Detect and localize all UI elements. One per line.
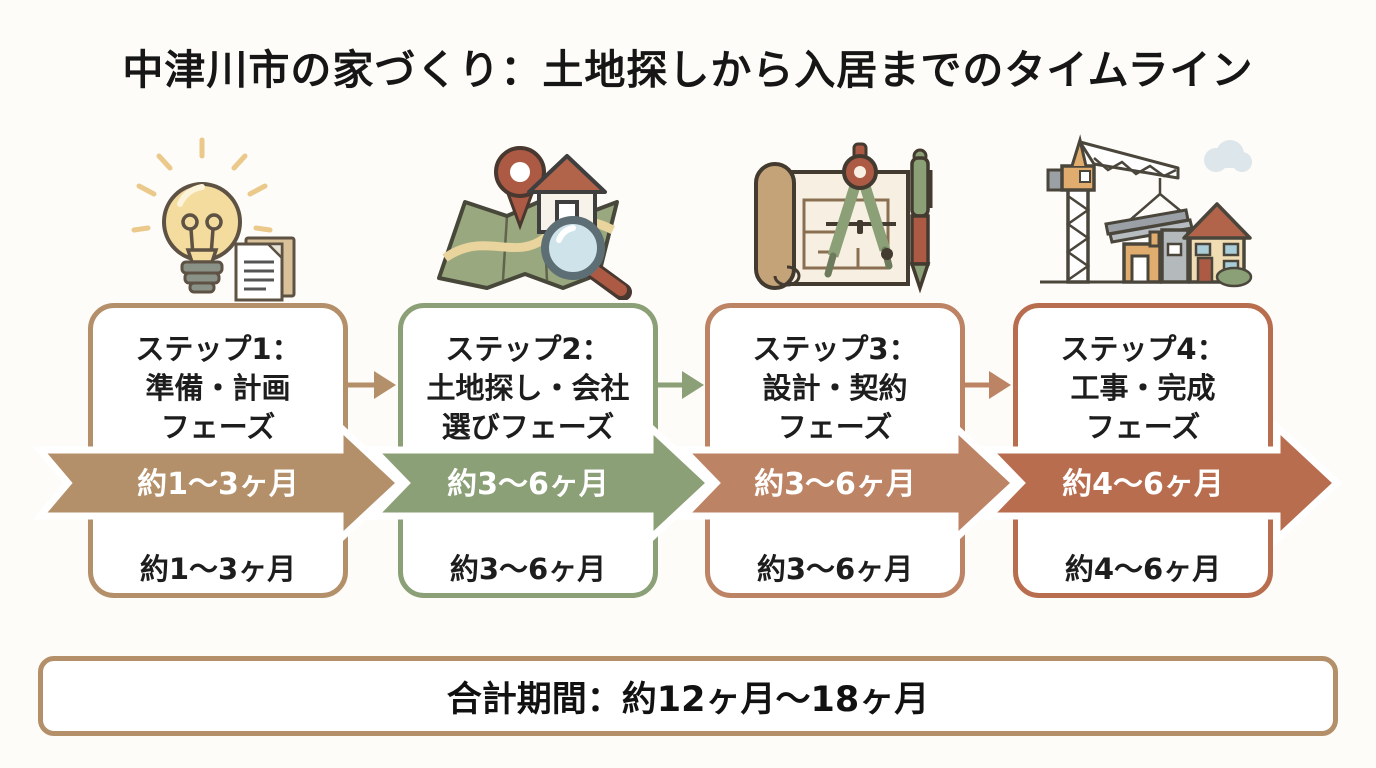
blueprint-compass-pen-icon: [754, 142, 933, 294]
total-duration-label: 合計期間：約12ヶ月〜18ヶ月: [446, 679, 930, 720]
step-3-duration-label: 約3〜6ヶ月: [756, 552, 914, 586]
total-duration-box: 合計期間：約12ヶ月〜18ヶ月: [38, 656, 1338, 736]
step-1-title: ステップ1： 準備・計画 フェーズ: [135, 332, 301, 444]
step-2-duration-label: 約3〜6ヶ月: [449, 552, 607, 586]
step-3-box: ステップ3： 設計・契約 フェーズ 約3〜6ヶ月: [705, 303, 965, 598]
step-3-title: ステップ3： 設計・契約 フェーズ: [752, 332, 918, 444]
step-1-box: ステップ1： 準備・計画 フェーズ 約1〜3ヶ月: [88, 303, 348, 598]
connector-arrow-1-2: [348, 371, 396, 399]
step-2-title: ステップ2： 土地探し・会社 選びフェーズ: [426, 332, 630, 444]
connector-arrow-2-3: [658, 371, 704, 399]
page-title: 中津川市の家づくり：土地探しから入居までのタイムライン: [122, 46, 1254, 94]
map-pin-search-icon: [437, 146, 632, 300]
connector-arrow-3-4: [965, 371, 1011, 399]
crane-house-construction-icon: [1040, 134, 1253, 288]
lightbulb-documents-icon: [131, 137, 296, 302]
step-2-box: ステップ2： 土地探し・会社 選びフェーズ 約3〜6ヶ月: [398, 303, 658, 598]
step-4-box: ステップ4： 工事・完成 フェーズ 約4〜6ヶ月: [1013, 303, 1273, 598]
step-4-title: ステップ4： 工事・完成 フェーズ: [1060, 332, 1226, 444]
step-4-duration-label: 約4〜6ヶ月: [1064, 552, 1222, 586]
step-1-duration-label: 約1〜3ヶ月: [139, 552, 297, 586]
